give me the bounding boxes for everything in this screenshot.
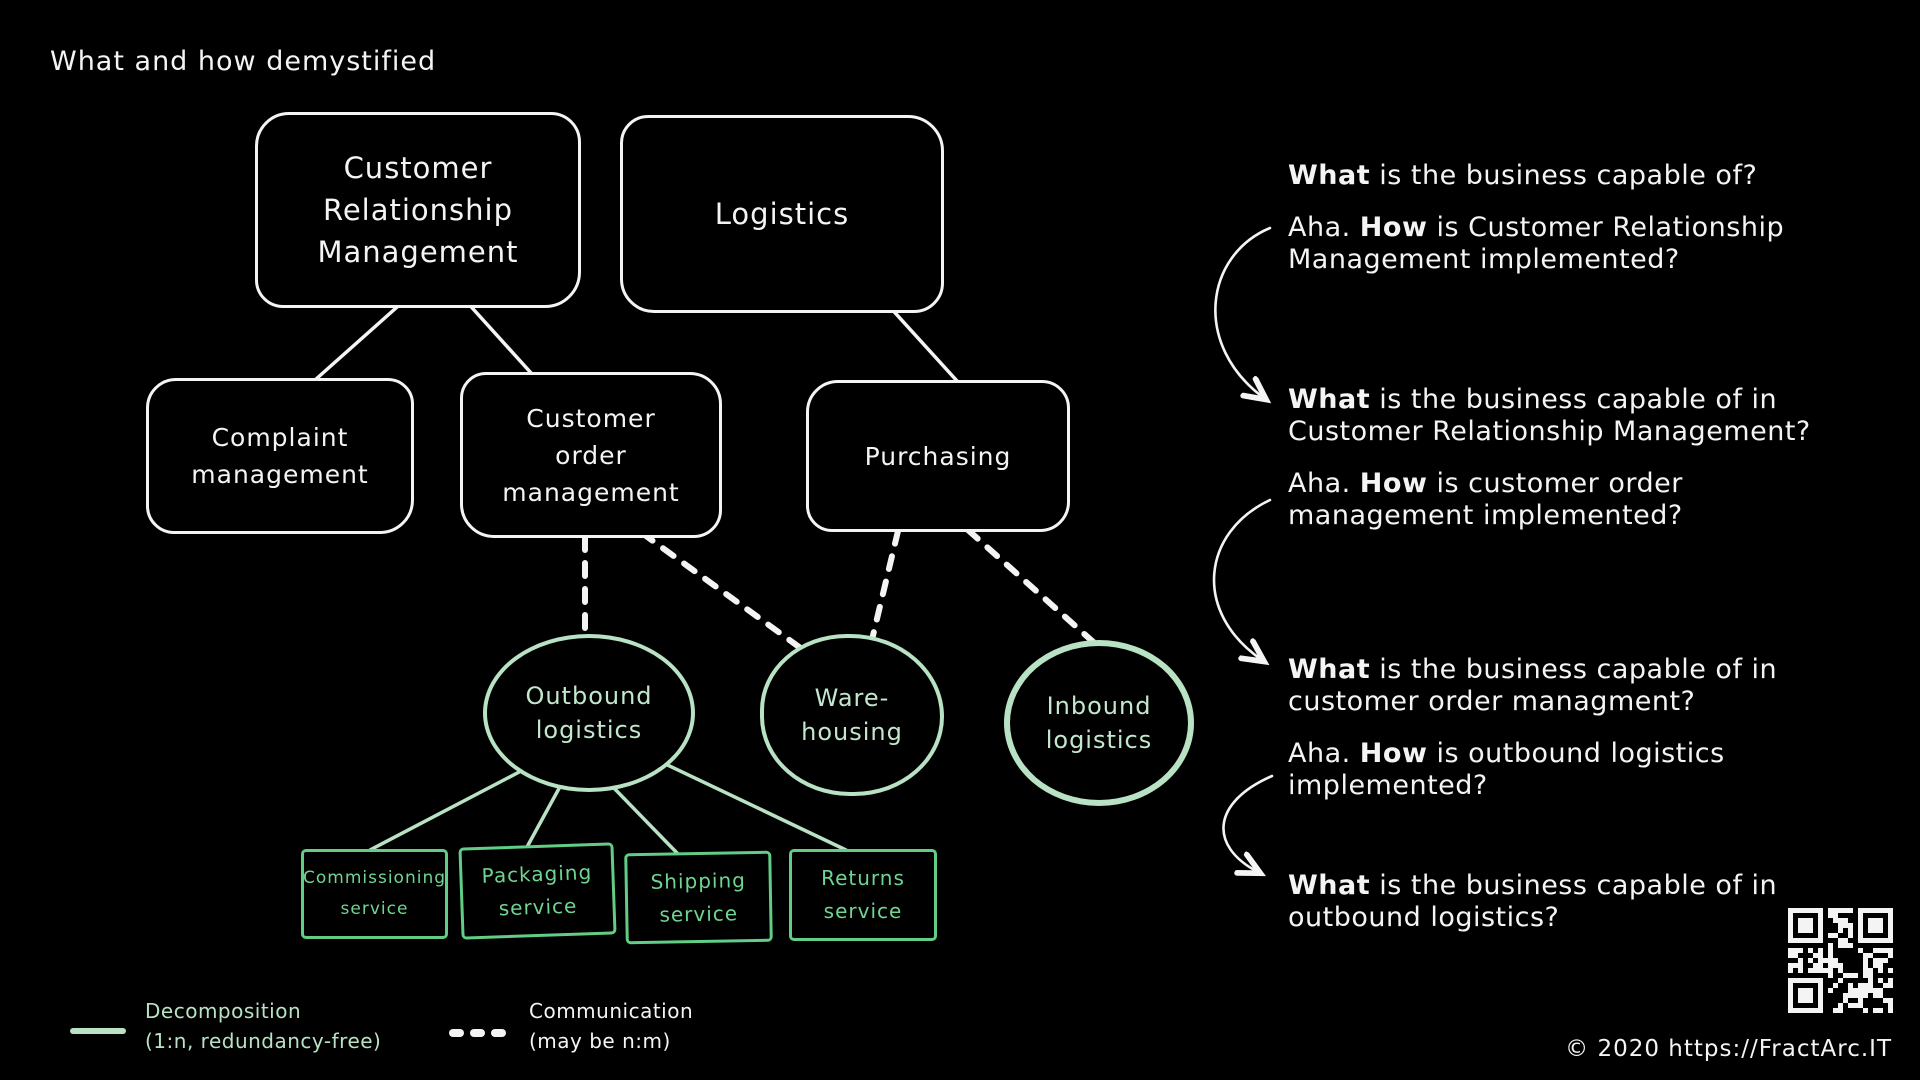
question-text: is the business capable of?	[1370, 160, 1758, 191]
edge-crm-order	[463, 298, 534, 376]
node-purchasing: Purchasing	[806, 380, 1070, 532]
qr-code	[1788, 908, 1893, 1013]
node-label: Logistics	[714, 197, 850, 231]
aha-prefix: Aha.	[1288, 738, 1360, 769]
answer-text: is outbound logistics	[1427, 738, 1725, 769]
question-text: customer order managment?	[1288, 686, 1696, 717]
node-label: management	[191, 460, 369, 489]
node-label: Customer	[343, 151, 493, 185]
how-keyword: How	[1359, 468, 1428, 499]
question-text: Customer Relationship Management?	[1288, 416, 1811, 447]
legend-solid-line-swatch	[70, 1028, 126, 1034]
node-label: Returns	[821, 866, 905, 890]
answer-how-1: Aha. How is Customer Relationship Manage…	[1288, 212, 1908, 276]
node-label: Customer	[526, 403, 656, 433]
how-keyword: How	[1359, 738, 1428, 769]
node-logistics: Logistics	[620, 115, 944, 313]
node-label: housing	[801, 718, 903, 746]
legend-communication: Communication (may be n:m)	[529, 996, 693, 1056]
edge-outbound-packaging	[525, 781, 564, 849]
how-keyword: How	[1359, 212, 1428, 243]
aha-prefix: Aha.	[1288, 468, 1360, 499]
legend-label: Decomposition	[145, 999, 302, 1023]
node-label: Commissioning	[303, 868, 447, 888]
legend-dashed-line-swatch	[470, 1029, 485, 1037]
node-label: Relationship	[322, 193, 514, 227]
node-returns-service: Returns service	[789, 849, 937, 941]
node-label: service	[498, 893, 578, 921]
answer-text: is Customer Relationship	[1427, 212, 1785, 243]
question-text: is the business capable of in	[1370, 654, 1778, 685]
page-title: What and how demystified	[50, 46, 437, 77]
node-customer-relationship-management: Customer Relationship Management	[255, 112, 581, 308]
node-label: logistics	[1045, 726, 1153, 754]
answer-how-3: Aha. How is outbound logistics implement…	[1288, 738, 1908, 802]
node-label: management	[502, 477, 680, 507]
question-what-4: What is the business capable of in outbo…	[1288, 870, 1908, 934]
question-text: is the business capable of in	[1370, 384, 1778, 415]
question-what-1: What is the business capable of?	[1288, 160, 1908, 192]
legend-decomposition: Decomposition (1:n, redundancy-free)	[145, 996, 381, 1056]
node-packaging-service: Packaging service	[458, 842, 617, 940]
node-label: service	[340, 899, 409, 919]
legend-dashed-line-swatch	[491, 1029, 506, 1037]
node-label: Complaint	[211, 423, 349, 452]
node-label: Purchasing	[864, 441, 1012, 471]
edge-crm-complaint	[313, 298, 407, 382]
node-label: logistics	[535, 716, 643, 744]
answer-text: implemented?	[1288, 770, 1488, 801]
arrow-q1-q2	[1214, 226, 1272, 398]
edge-order-warehousing	[639, 530, 809, 655]
arrow-q3-q4	[1222, 774, 1274, 872]
node-label: Management	[317, 235, 519, 269]
node-label: Outbound	[525, 682, 653, 710]
legend-label: Communication	[529, 999, 694, 1023]
legend-label: (1:n, redundancy-free)	[145, 1029, 382, 1053]
node-outbound-logistics: Outbound logistics	[483, 634, 695, 792]
node-complaint-management: Complaint management	[146, 378, 414, 534]
edge-outbound-shipping	[608, 782, 680, 856]
copyright-notice: © 2020 https://FractArc.IT	[1565, 1036, 1892, 1062]
node-label: service	[823, 899, 903, 923]
edge-purchasing-inbound	[965, 527, 1103, 651]
node-inbound-logistics: Inbound logistics	[1004, 640, 1194, 806]
question-text: is the business capable of in	[1370, 870, 1778, 901]
edge-logistics-purchasing	[886, 303, 960, 384]
legend-dashed-line-swatch	[449, 1029, 464, 1037]
question-what-2: What is the business capable of in Custo…	[1288, 384, 1908, 448]
node-commissioning-service: Commissioning service	[301, 849, 448, 939]
answer-text: is customer order	[1427, 468, 1683, 499]
edge-outbound-commissioning	[368, 768, 525, 852]
arrow-q2-q3	[1212, 498, 1272, 660]
answer-how-2: Aha. How is customer order management im…	[1288, 468, 1908, 532]
node-customer-order-management: Customer order management	[460, 372, 722, 538]
answer-text: Management implemented?	[1288, 244, 1680, 275]
node-label: Ware-	[814, 684, 890, 712]
node-label: Inbound	[1046, 692, 1152, 720]
what-keyword: What	[1288, 384, 1371, 415]
what-keyword: What	[1288, 160, 1371, 191]
node-label: order	[555, 440, 627, 470]
aha-prefix: Aha.	[1288, 212, 1360, 243]
node-label: service	[659, 900, 739, 927]
node-label: Packaging	[481, 860, 593, 888]
edge-outbound-returns	[655, 758, 848, 852]
question-text: outbound logistics?	[1288, 902, 1560, 933]
what-keyword: What	[1288, 870, 1371, 901]
question-what-3: What is the business capable of in custo…	[1288, 654, 1908, 718]
node-warehousing: Ware- housing	[760, 634, 944, 796]
what-keyword: What	[1288, 654, 1371, 685]
edge-purchasing-warehousing	[867, 528, 901, 651]
legend-label: (may be n:m)	[529, 1029, 671, 1053]
node-shipping-service: Shipping service	[624, 850, 773, 945]
node-label: Shipping	[650, 867, 747, 894]
answer-text: management implemented?	[1288, 500, 1683, 531]
